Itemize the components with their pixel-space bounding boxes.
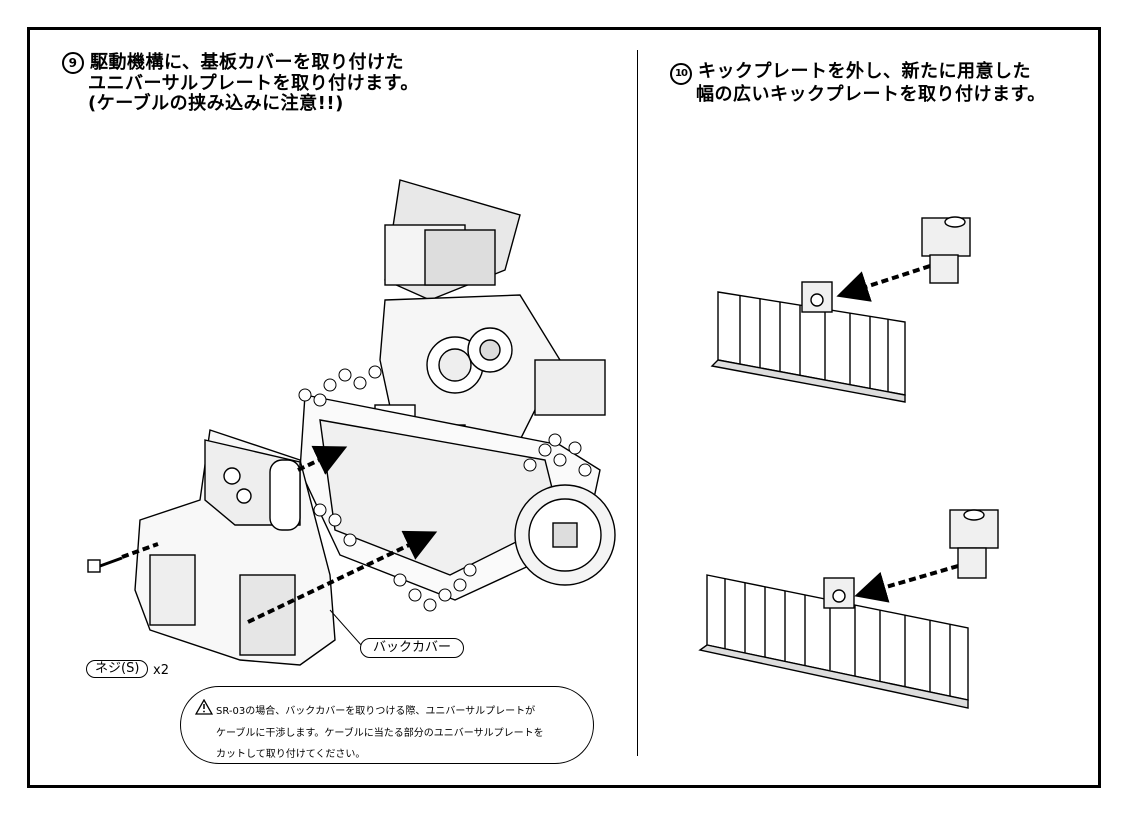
screw-arrow-3 xyxy=(297,445,348,475)
back-cover-label: バックカバー xyxy=(360,638,465,658)
step9-line-2: ユニバーサルプレートを取り付けます。 xyxy=(88,73,419,94)
step10-line-1: キックプレートを外し、新たに用意した xyxy=(698,61,1031,82)
column-divider xyxy=(637,50,638,756)
screw-icon xyxy=(87,556,123,573)
page-frame xyxy=(27,27,1101,788)
kick-plate-narrow xyxy=(710,281,906,403)
back-cover-leader xyxy=(329,609,363,647)
caution-line-3: カットして取り付けてください。 xyxy=(216,749,366,760)
step10-number: 10 xyxy=(670,63,692,85)
robot-drive-mechanism xyxy=(134,179,616,666)
step9-heading: 9 駆動機構に、基板カバーを取り付けた ユニバーサルプレートを取り付けます。 (ケ… xyxy=(62,52,419,114)
screw-quantity: x2 xyxy=(153,663,169,678)
kick-plate-wide xyxy=(698,574,969,709)
caution-line-1: SR-03の場合、バックカバーを取りつける際、ユニバーサルプレートが xyxy=(216,706,536,717)
warning-icon xyxy=(195,699,213,715)
caution-note xyxy=(180,686,594,764)
step10-line-2: 幅の広いキックプレートを取り付けます。 xyxy=(696,84,1046,105)
hardware-cluster xyxy=(298,365,592,612)
screw-arrow-1 xyxy=(121,542,159,559)
screw-label: ネジ(S) xyxy=(86,660,149,678)
step9-number: 9 xyxy=(62,52,84,74)
kick-bracket-2 xyxy=(949,509,999,579)
kick-bracket-1 xyxy=(921,216,971,284)
caution-line-2: ケーブルに干渉します。ケーブルに当たる部分のユニバーサルプレートを xyxy=(216,728,544,739)
screw-arrow-2 xyxy=(247,530,438,624)
step9-line-3: (ケーブルの挟み込みに注意!!) xyxy=(88,93,344,114)
kick-arrow-1 xyxy=(836,264,931,302)
step10-heading: 10 キックプレートを外し、新たに用意した 幅の広いキックプレートを取り付けます。 xyxy=(670,62,1046,105)
kick-arrow-2 xyxy=(854,564,959,603)
step9-line-1: 駆動機構に、基板カバーを取り付けた xyxy=(90,52,404,73)
